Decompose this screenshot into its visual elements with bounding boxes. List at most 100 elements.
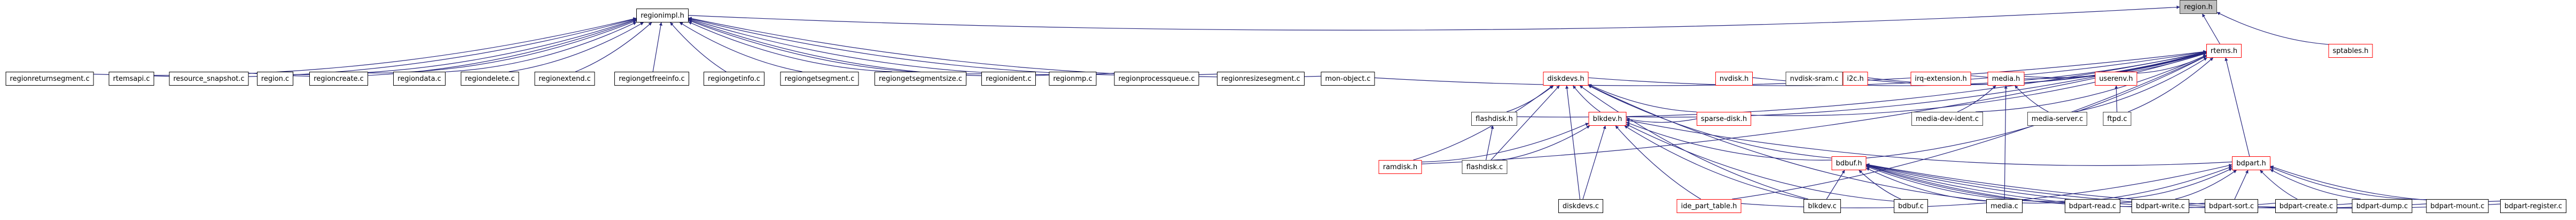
graph-edge-sparse-disk-h-to-rtems-h xyxy=(1751,52,2207,116)
graph-node-regionident-c[interactable]: regionident.c xyxy=(981,72,1036,86)
graph-node-bdbuf-c[interactable]: bdbuf.c xyxy=(1894,199,1928,213)
graph-edge-flashdisk-h-to-diskdevs-h xyxy=(1506,85,1554,112)
graph-node-media-h[interactable]: media.h xyxy=(1987,72,2025,86)
graph-edge-bdpart-read-c-to-bdpart-h xyxy=(2118,168,2232,200)
graph-node-regiongetfreeinfo-c[interactable]: regiongetfreeinfo.c xyxy=(614,72,689,86)
graph-edge-bdpart-write-c-to-bdpart-h xyxy=(2175,170,2237,200)
graph-edge-media-dev-ident-c-to-rtems-h xyxy=(1975,55,2207,112)
graph-node-diskdevs-h[interactable]: diskdevs.h xyxy=(1543,72,1589,86)
graph-edge-rtems-h-to-region-h xyxy=(2202,13,2220,44)
graph-node-ramdisk-h[interactable]: ramdisk.h xyxy=(1378,160,1422,174)
graph-edge-bdbuf-c-to-bdbuf-h xyxy=(1859,170,1901,200)
graph-edge-media-c-to-bdpart-h xyxy=(2022,166,2232,204)
graph-edge-ramdisk-h-to-blkdev-h xyxy=(1422,123,1589,163)
graph-edge-regiongetfreeinfo-c-to-regionimpl-h xyxy=(652,22,662,72)
graph-node-bdpart-create-c[interactable]: bdpart-create.c xyxy=(2275,199,2337,213)
graph-edge-sptables-h-to-region-h xyxy=(2216,12,2329,45)
graph-node-bdpart-h[interactable]: bdpart.h xyxy=(2232,156,2270,170)
graph-edge-bdpart-h-to-rtems-h xyxy=(2224,57,2250,157)
graph-edge-bdpart-register-c-to-bdpart-h xyxy=(2270,165,2501,202)
graph-node-mon-object-c[interactable]: mon-object.c xyxy=(1321,72,1375,86)
graph-node-rtems-h[interactable]: rtems.h xyxy=(2206,44,2242,58)
graph-node-region-h[interactable]: region.h xyxy=(2180,0,2217,14)
graph-node-media-dev-ident-c[interactable]: media-dev-ident.c xyxy=(1911,112,1983,126)
graph-edge-media-server-c-to-rtems-h xyxy=(2074,57,2207,112)
graph-edge-blkdev-c-to-blkdev-h xyxy=(1624,125,1806,200)
graph-node-bdpart-mount-c[interactable]: bdpart-mount.c xyxy=(2426,199,2489,213)
graph-edge-bdbuf-c-to-blkdev-h xyxy=(1626,124,1894,202)
graph-node-bdpart-dump-c[interactable]: bdpart-dump.c xyxy=(2352,199,2413,213)
graph-node-regionextend-c[interactable]: regionextend.c xyxy=(534,72,595,86)
graph-edge-regionimpl-h-to-region-h xyxy=(688,5,2180,31)
graph-node-diskdevs-c[interactable]: diskdevs.c xyxy=(1558,199,1603,213)
graph-node-regiongetinfo-c[interactable]: regiongetinfo.c xyxy=(704,72,764,86)
graph-node-bdpart-register-c[interactable]: bdpart-register.c xyxy=(2500,199,2566,213)
graph-node-irq-extension-h[interactable]: irq-extension.h xyxy=(1910,72,1971,86)
graph-edge-diskdevs-c-to-diskdevs-h xyxy=(1565,85,1581,200)
graph-edge-ide-part-table-h-to-blkdev-h xyxy=(1615,125,1701,200)
graph-node-flashdisk-c[interactable]: flashdisk.c xyxy=(1462,160,1508,174)
graph-edge-flashdisk-c-to-blkdev-h xyxy=(1502,125,1590,161)
graph-edge-ide-part-table-h-to-rtems-h xyxy=(1732,56,2207,200)
graph-edge-ftpd-c-to-userenv-h xyxy=(2114,85,2118,112)
graph-edge-ramdisk-h-to-rtems-h xyxy=(1422,52,2207,164)
graph-node-ide-part-table-h[interactable]: ide_part_table.h xyxy=(1676,199,1742,213)
graph-edge-rtemsapi-c-to-regionimpl-h xyxy=(154,18,637,78)
graph-node-nvdisk-sram-c[interactable]: nvdisk-sram.c xyxy=(1785,72,1843,86)
graph-node-bdpart-sort-c[interactable]: bdpart-sort.c xyxy=(2205,199,2258,213)
graph-edge-media-c-to-bdbuf-h xyxy=(1865,168,1987,202)
graph-node-bdpart-read-c[interactable]: bdpart-read.c xyxy=(2065,199,2120,213)
graph-edge-ftpd-c-to-rtems-h xyxy=(2128,57,2214,112)
graph-edge-blkdev-c-to-bdbuf-h xyxy=(1826,170,1845,200)
graph-node-rtemsapi-c[interactable]: rtemsapi.c xyxy=(108,72,154,86)
graph-node-regiongetsegment-c[interactable]: regiongetsegment.c xyxy=(780,72,859,86)
graph-node-regionprocessqueue-c[interactable]: regionprocessqueue.c xyxy=(1114,72,1199,86)
graph-node-media-server-c[interactable]: media-server.c xyxy=(2027,112,2087,126)
graph-edge-bdpart-h-to-blkdev-h xyxy=(1626,119,2232,166)
graph-edge-sparse-disk-h-to-diskdevs-h xyxy=(1588,84,1697,112)
graph-edge-bdbuf-h-to-diskdevs-h xyxy=(1588,85,1832,158)
graph-node-userenv-h[interactable]: userenv.h xyxy=(2095,72,2137,86)
graph-edge-bdbuf-h-to-blkdev-h xyxy=(1626,122,1832,161)
graph-edge-regiondelete-c-to-regionimpl-h xyxy=(509,22,644,72)
graph-node-region-c[interactable]: region.c xyxy=(257,72,293,86)
graph-edge-mon-object-c-to-regionimpl-h xyxy=(688,17,1321,78)
graph-edge-regiongetinfo-c-to-regionimpl-h xyxy=(670,22,727,72)
graph-node-regiondata-c[interactable]: regiondata.c xyxy=(393,72,446,86)
graph-node-regiondelete-c[interactable]: regiondelete.c xyxy=(460,72,519,86)
graph-node-media-c[interactable]: media.c xyxy=(1986,199,2023,213)
graph-edge-ramdisk-h-to-diskdevs-h xyxy=(1413,85,1554,161)
graph-edge-bdpart-create-c-to-bdpart-h xyxy=(2260,170,2298,200)
graph-node-ftpd-c[interactable]: ftpd.c xyxy=(2103,112,2132,126)
graph-node-regionimpl-h[interactable]: regionimpl.h xyxy=(636,9,689,22)
graph-node-regionreturnsegment-c[interactable]: regionreturnsegment.c xyxy=(5,72,94,86)
graph-node-nvdisk-h[interactable]: nvdisk.h xyxy=(1715,72,1753,86)
graph-node-regiongetsegmentsize-c[interactable]: regiongetsegmentsize.c xyxy=(875,72,966,86)
graph-edge-sparse-disk-h-to-blkdev-h xyxy=(1626,118,1697,123)
graph-edge-regiondata-c-to-regionimpl-h xyxy=(445,22,637,72)
graph-edge-diskdevs-c-to-blkdev-h xyxy=(1582,125,1606,200)
graph-edge-bdpart-mount-c-to-bdpart-h xyxy=(2270,166,2426,200)
graph-node-sptables-h[interactable]: sptables.h xyxy=(2328,44,2373,58)
graph-edge-flashdisk-c-to-diskdevs-h xyxy=(1490,85,1560,161)
graph-node-resource-snapshot-c[interactable]: resource_snapshot.c xyxy=(169,72,249,86)
graph-edge-regionextend-c-to-regionimpl-h xyxy=(575,22,652,72)
graph-edge-bdpart-read-c-to-bdbuf-h xyxy=(1865,165,2065,202)
graph-node-blkdev-h[interactable]: blkdev.h xyxy=(1588,112,1627,126)
graph-node-sparse-disk-h[interactable]: sparse-disk.h xyxy=(1697,112,1751,126)
graph-edge-media-server-c-to-media-h xyxy=(2015,85,2049,112)
graph-node-bdbuf-h[interactable]: bdbuf.h xyxy=(1831,156,1867,170)
graph-node-regionresizesegment-c[interactable]: regionresizesegment.c xyxy=(1217,72,1305,86)
graph-edge-regiongetsegment-c-to-regionimpl-h xyxy=(679,22,802,72)
graph-node-regionmp-c[interactable]: regionmp.c xyxy=(1049,72,1097,86)
graph-node-bdpart-write-c[interactable]: bdpart-write.c xyxy=(2132,199,2189,213)
graph-edge-diskdevs-h-to-rtems-h xyxy=(1588,50,2207,86)
graph-node-flashdisk-h[interactable]: flashdisk.h xyxy=(1471,112,1517,126)
graph-node-i2c-h[interactable]: i2c.h xyxy=(1843,72,1868,86)
graph-edge-resource-snapshot-c-to-regionimpl-h xyxy=(248,18,637,75)
graph-edge-bdpart-dump-c-to-bdpart-h xyxy=(2270,169,2361,200)
graph-node-blkdev-c[interactable]: blkdev.c xyxy=(1804,199,1841,213)
graph-node-regioncreate-c[interactable]: regioncreate.c xyxy=(309,72,368,86)
